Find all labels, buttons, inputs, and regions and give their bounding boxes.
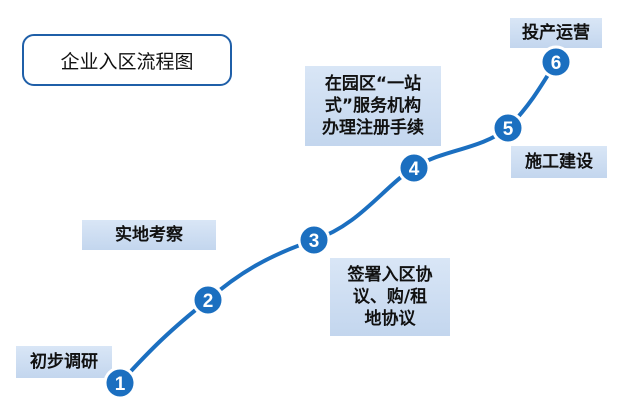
step-4-node: 4 xyxy=(397,151,431,185)
step-2-number: 2 xyxy=(203,291,214,312)
step-4-label: 在园区“一站 式”服务机构 办理注册手续 xyxy=(305,66,441,146)
step-2-node: 2 xyxy=(191,283,225,317)
step-1-label: 初步调研 xyxy=(16,346,112,378)
step-5-node: 5 xyxy=(491,111,525,145)
step-3-node: 3 xyxy=(297,223,331,257)
step-3-number: 3 xyxy=(309,231,320,252)
step-3-label: 签署入区协 议、购/租 地协议 xyxy=(330,258,450,336)
step-1-node: 1 xyxy=(103,366,137,400)
step-4-number: 4 xyxy=(409,159,420,180)
step-5-number: 5 xyxy=(503,119,514,140)
step-2-label: 实地考察 xyxy=(82,220,216,250)
step-6-label: 投产运营 xyxy=(510,18,602,48)
step-6-number: 6 xyxy=(551,53,562,74)
diagram-title: 企业入区流程图 xyxy=(60,50,194,73)
step-6-node: 6 xyxy=(539,45,573,79)
flow-curve xyxy=(118,60,558,385)
step-5-label: 施工建设 xyxy=(511,146,607,178)
title-box: 企业入区流程图 xyxy=(22,34,232,86)
step-1-number: 1 xyxy=(115,374,126,395)
